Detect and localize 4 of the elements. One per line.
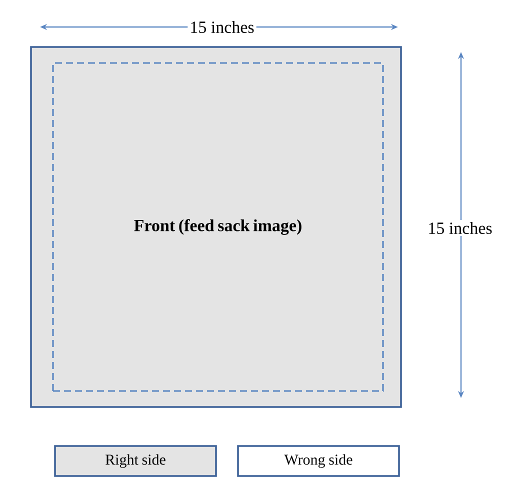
legend-box: Wrong side bbox=[237, 445, 400, 477]
dimension-label: 15 inches bbox=[426, 220, 494, 236]
legend-box: Right side bbox=[54, 445, 217, 477]
dimension-label: 15 inches bbox=[188, 19, 256, 35]
